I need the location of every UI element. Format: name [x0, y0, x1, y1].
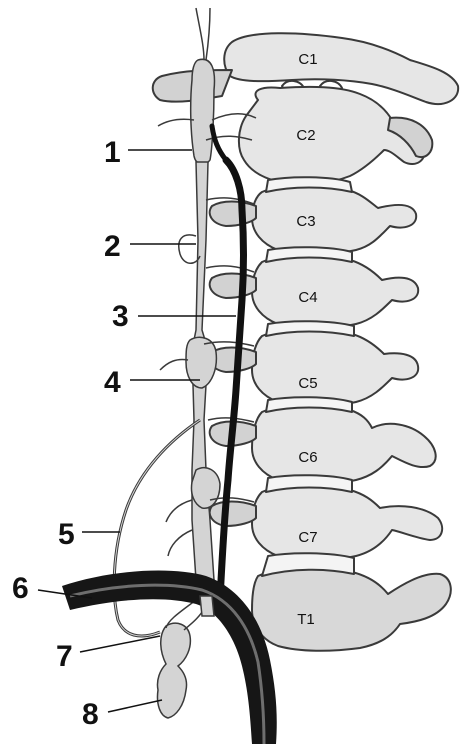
vertebra-c2-body	[239, 87, 425, 184]
vertebra-c3-body	[252, 186, 416, 255]
vertebra-c4-transverse-process	[210, 274, 256, 299]
callout-numbers: 1 2 3 4 5 6 7 8	[12, 136, 129, 731]
callout-number: 5	[58, 518, 75, 551]
vertebral-ganglion	[191, 468, 220, 509]
vertebra-label: C7	[298, 529, 317, 546]
vertebra-label: C1	[298, 51, 317, 68]
vertebra-c5-body	[252, 330, 418, 407]
cardiac-branch	[160, 359, 188, 370]
vertebra-label: T1	[297, 611, 315, 628]
callout-number: 4	[104, 366, 121, 399]
vertebra-label: C6	[298, 449, 317, 466]
callout-number: 6	[12, 572, 29, 605]
trunk-crossing	[200, 596, 214, 616]
vertebral-artery-upper	[212, 126, 226, 160]
vertebra-label: C3	[296, 213, 315, 230]
ansa-loop-inner	[114, 420, 200, 636]
callout-number: 1	[104, 136, 121, 169]
superior-cervical-ganglion	[191, 59, 215, 164]
vertebra-label: C2	[296, 127, 315, 144]
callout-number: 3	[112, 300, 129, 333]
vertebra-c3-transverse-process	[210, 202, 256, 227]
vertebra-t1-body	[252, 568, 451, 651]
stellate-ganglion	[157, 623, 190, 718]
cardiac-branch	[168, 530, 192, 556]
callout-number: 2	[104, 230, 121, 263]
nerve-fibre	[196, 8, 204, 60]
vertebra-c7-body	[252, 486, 442, 561]
vertebra-c4-body	[252, 256, 418, 329]
ansa-loop	[114, 420, 200, 636]
leader-line	[108, 700, 162, 712]
vertebra-label: C5	[298, 375, 317, 392]
nerve-fibre	[206, 8, 210, 60]
cardiac-branch	[166, 500, 192, 522]
callout-number: 8	[82, 698, 99, 731]
leader-line	[80, 636, 160, 652]
vertebra-c7-transverse-process	[210, 502, 256, 527]
vertebra-label: C4	[298, 289, 317, 306]
callout-number: 7	[56, 640, 73, 673]
cardiac-branch	[158, 119, 194, 126]
vertebra-c6-body	[252, 406, 436, 485]
cardiac-branch	[179, 235, 200, 263]
